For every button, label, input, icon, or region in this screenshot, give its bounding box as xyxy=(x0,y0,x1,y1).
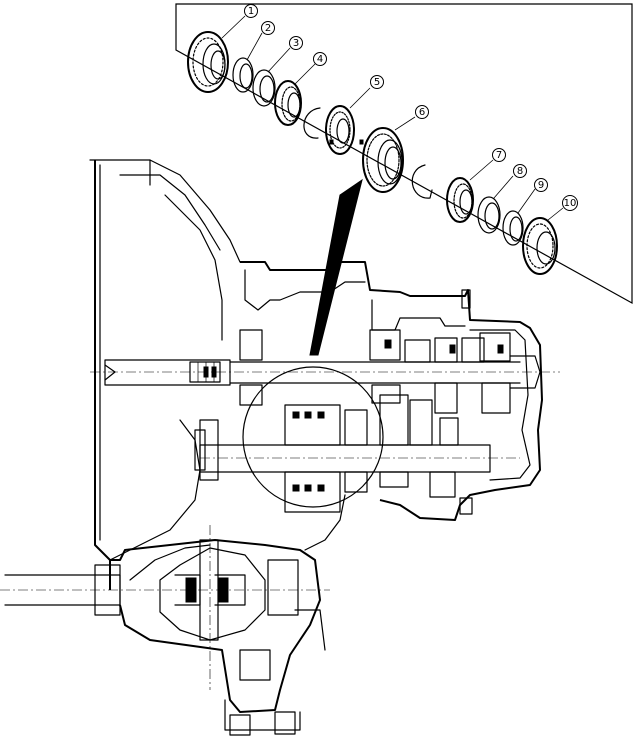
exploded-parts xyxy=(187,31,558,275)
part-7-synchronizer-ring xyxy=(446,177,474,223)
projection-wedge xyxy=(309,178,363,356)
callout-number: 7 xyxy=(496,150,502,161)
callout-circle xyxy=(534,178,548,192)
callout-3: 3 xyxy=(289,36,303,50)
callout-1: 1 xyxy=(244,4,258,18)
callout-number: 8 xyxy=(517,166,523,177)
callout-2: 2 xyxy=(261,21,275,35)
callout-number: 1 xyxy=(248,6,254,17)
callout-number: 6 xyxy=(419,107,425,118)
part-5-synchronizer-hub xyxy=(325,105,364,155)
callout-circle xyxy=(261,21,275,35)
callout-circle xyxy=(289,36,303,50)
callout-number: 4 xyxy=(317,54,323,65)
callout-5: 5 xyxy=(370,75,384,89)
bearing-glyphs xyxy=(203,339,504,492)
callout-circle xyxy=(562,195,578,211)
callout-circle xyxy=(370,75,384,89)
callout-number: 2 xyxy=(265,23,271,34)
callout-number: 3 xyxy=(293,38,299,49)
exploded-view-frame xyxy=(175,3,633,305)
callout-number: 10 xyxy=(564,198,577,209)
callout-leaders xyxy=(221,15,564,221)
callout-6: 6 xyxy=(415,105,429,119)
part-2-ring xyxy=(232,57,254,93)
callout-circle xyxy=(513,164,527,178)
callout-circle xyxy=(492,148,506,162)
callout-4: 4 xyxy=(313,52,327,66)
transaxle-housing xyxy=(0,159,560,736)
part-4-synchronizer-ring xyxy=(274,80,302,126)
callout-circle xyxy=(313,52,327,66)
part-10-gear xyxy=(522,217,558,275)
callout-10: 10 xyxy=(562,195,578,211)
callout-number: 5 xyxy=(374,77,380,88)
part-8-ring xyxy=(477,196,501,234)
callout-circle xyxy=(244,4,258,18)
snap-ring-right xyxy=(411,164,433,199)
callout-9: 9 xyxy=(534,178,548,192)
detail-circle xyxy=(242,366,384,508)
part-6-synchronizer-sleeve xyxy=(362,127,404,193)
callout-circle xyxy=(415,105,429,119)
callout-number: 9 xyxy=(538,180,544,191)
callout-8: 8 xyxy=(513,164,527,178)
callout-7: 7 xyxy=(492,148,506,162)
callout-labels: 12 3 4 5 6 7 8 9 10 xyxy=(244,4,578,211)
part-1-gear xyxy=(187,31,229,93)
snap-ring-left xyxy=(303,107,321,139)
part-9-ring xyxy=(502,210,524,246)
part-3-ring xyxy=(252,69,276,107)
